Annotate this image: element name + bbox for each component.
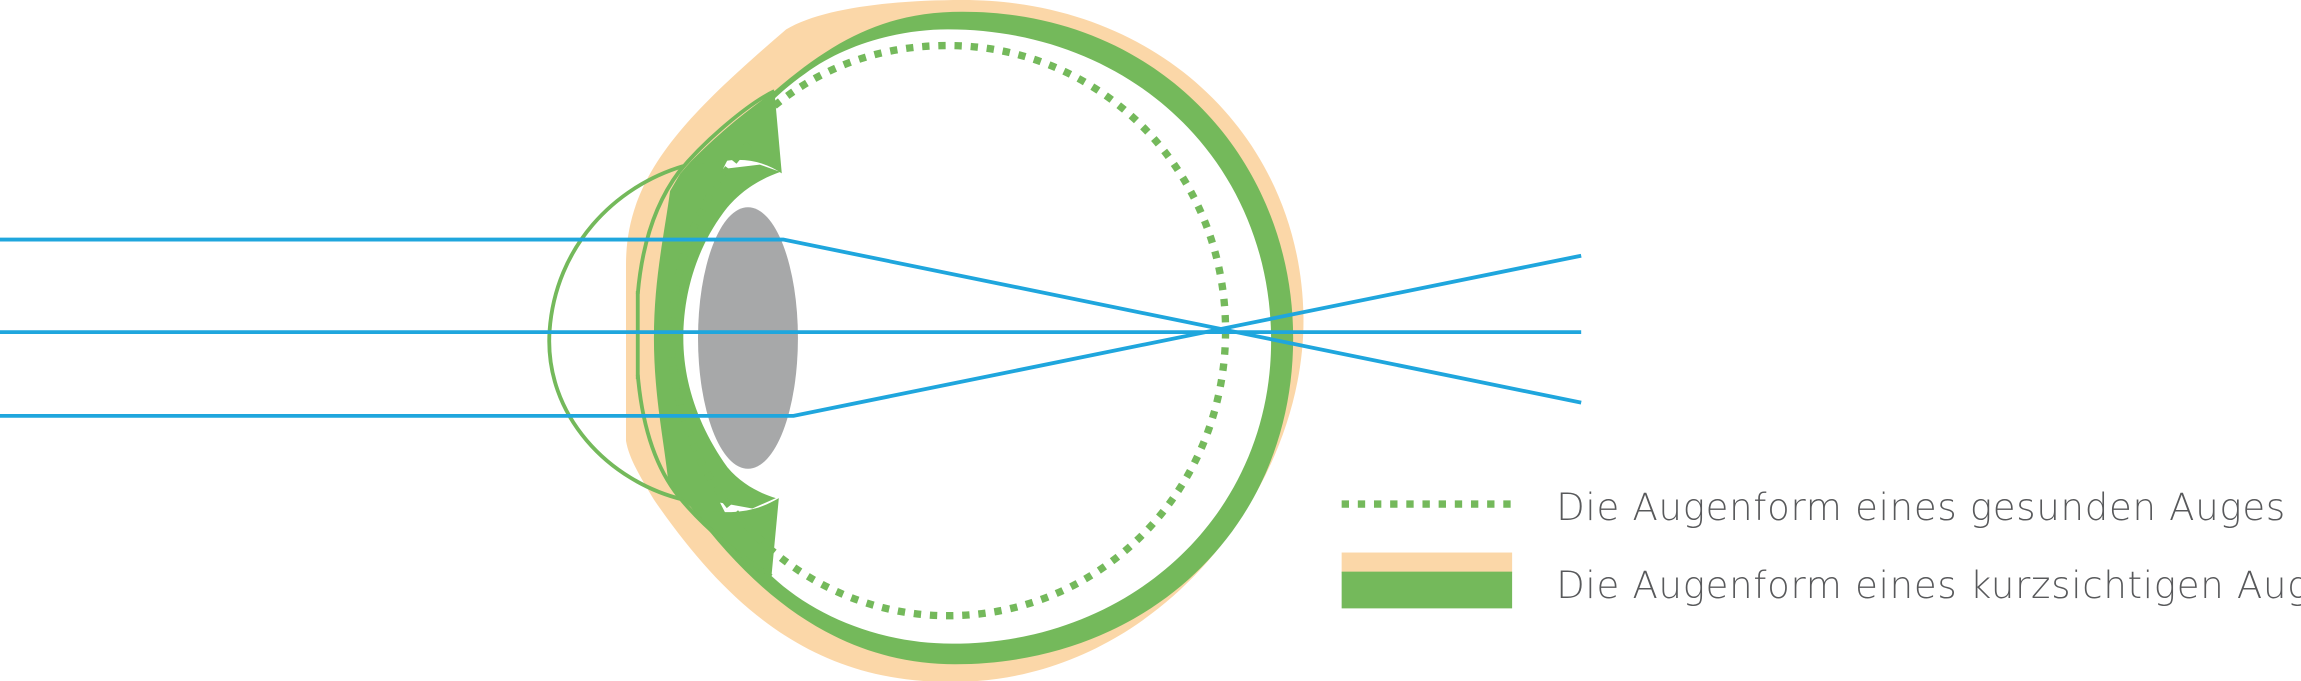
iris-upper: [693, 91, 782, 174]
legend-healthy-label: Die Augenform eines gesunden Auges: [1556, 486, 2286, 529]
light-ray-top: [0, 237, 1582, 405]
legend-myopic-swatch: [1341, 552, 1513, 609]
legend: Die Augenform eines gesunden Auges Die A…: [1341, 486, 2301, 609]
light-ray-bottom: [0, 253, 1582, 418]
legend-myopic-label: Die Augenform eines kurzsichtigen Auges: [1556, 564, 2301, 607]
sclera-edge-upper: [635, 89, 776, 295]
eye-interior: [683, 29, 1272, 644]
healthy-eye-outline: [667, 41, 1230, 620]
iris-lower: [693, 498, 779, 577]
lens: [698, 207, 798, 469]
